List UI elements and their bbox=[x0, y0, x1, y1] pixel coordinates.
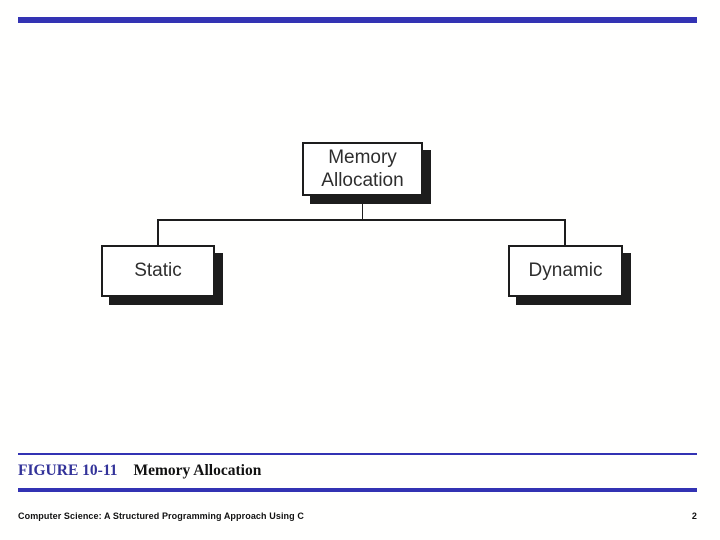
caption-divider-bottom bbox=[18, 488, 697, 492]
top-accent-bar bbox=[18, 17, 697, 23]
connector-root-stem bbox=[361, 198, 363, 220]
diagram-node-static: Static bbox=[101, 245, 215, 297]
connector-static-stem bbox=[157, 219, 159, 246]
node-label-line2: Allocation bbox=[321, 170, 404, 191]
diagram-node-memory-allocation: Memory Allocation bbox=[302, 142, 423, 196]
figure-label: FIGURE 10-11 bbox=[18, 462, 118, 479]
node-label: Static bbox=[134, 260, 182, 281]
figure-caption: FIGURE 10-11 Memory Allocation bbox=[18, 462, 261, 480]
page-number: 2 bbox=[691, 511, 697, 521]
diagram-node-dynamic: Dynamic bbox=[508, 245, 623, 297]
slide-footer: Computer Science: A Structured Programmi… bbox=[18, 511, 697, 521]
figure-title: Memory Allocation bbox=[133, 462, 262, 479]
node-label: Dynamic bbox=[528, 260, 603, 281]
connector-dynamic-stem bbox=[564, 219, 566, 246]
footer-book-title: Computer Science: A Structured Programmi… bbox=[18, 511, 304, 521]
connector-horizontal-rail bbox=[157, 219, 565, 221]
node-label-line1: Memory bbox=[328, 147, 397, 168]
caption-divider-top bbox=[18, 453, 697, 455]
